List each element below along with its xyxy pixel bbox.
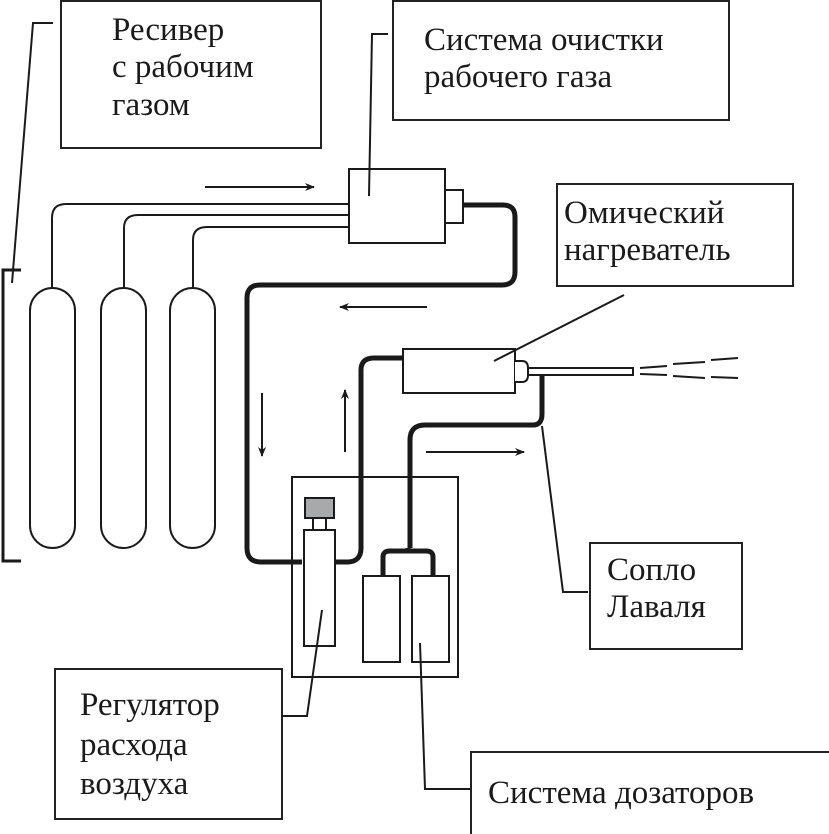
gas-cylinders — [29, 287, 216, 549]
regulator-label-box: Регулятор расхода воздуха — [54, 668, 283, 820]
purifier-label: Система очистки рабочего газа — [424, 22, 664, 97]
purifier-label-line: Система очистки — [424, 22, 664, 58]
receiver-bracket — [1, 22, 53, 563]
receiver-label-box: Ресивер с рабочим газом — [60, 0, 322, 149]
receiver-label: Ресивер с рабочим газом — [112, 12, 254, 124]
regulator-leader — [280, 609, 323, 717]
powder-line — [407, 375, 545, 548]
ohmic-heater — [402, 348, 529, 394]
nozzle-label-line: Лаваля — [607, 589, 706, 626]
doser-manifold — [380, 548, 436, 576]
nozzle-label-line: Сопло — [607, 552, 697, 588]
gas-purifier-unit — [348, 168, 464, 244]
purifier-label-box: Система очистки рабочего газа — [392, 0, 730, 121]
gas-line-main — [244, 202, 518, 565]
regulator-label-line: воздуха — [80, 766, 189, 803]
nozzle-label: Сопло Лаваля — [607, 552, 706, 627]
purifier-leader — [368, 33, 388, 197]
dosers-label-box: Система дозаторов — [470, 751, 829, 834]
supply-lines — [51, 203, 349, 288]
nozzle-leader — [541, 425, 588, 593]
heater-label-line: нагреватель — [564, 232, 731, 269]
gas-line-to-heater — [333, 355, 405, 565]
gas-cylinder — [169, 287, 216, 549]
spray-jet — [639, 357, 739, 379]
heater-leader — [493, 294, 625, 362]
doser — [362, 575, 401, 663]
regulator-cap — [304, 497, 335, 519]
purifier-label-line: рабочего газа — [424, 59, 613, 96]
receiver-label-line: Ресивер — [112, 12, 225, 48]
dosers-label-line: Система дозаторов — [488, 775, 755, 811]
heater-label-box: Омический нагреватель — [556, 183, 794, 287]
gas-cylinder — [29, 287, 76, 549]
dosers-label: Система дозаторов — [488, 775, 754, 812]
regulator-label: Регулятор расхода воздуха — [80, 686, 220, 805]
nozzle-label-box: Сопло Лаваля — [589, 542, 743, 650]
gas-cylinder — [100, 287, 147, 549]
regulator-label-line: Регулятор — [80, 687, 220, 723]
heater-label-line: Омический — [564, 195, 725, 231]
heater-label: Омический нагреватель — [564, 195, 731, 270]
dosers — [362, 575, 450, 663]
dosers-leader — [419, 642, 470, 790]
regulator-label-line: расхода — [80, 726, 188, 763]
control-panel — [291, 476, 459, 678]
laval-nozzle — [527, 367, 634, 376]
receiver-label-line: газом — [112, 86, 190, 123]
receiver-label-line: с рабочим — [112, 49, 254, 86]
doser — [411, 575, 450, 663]
